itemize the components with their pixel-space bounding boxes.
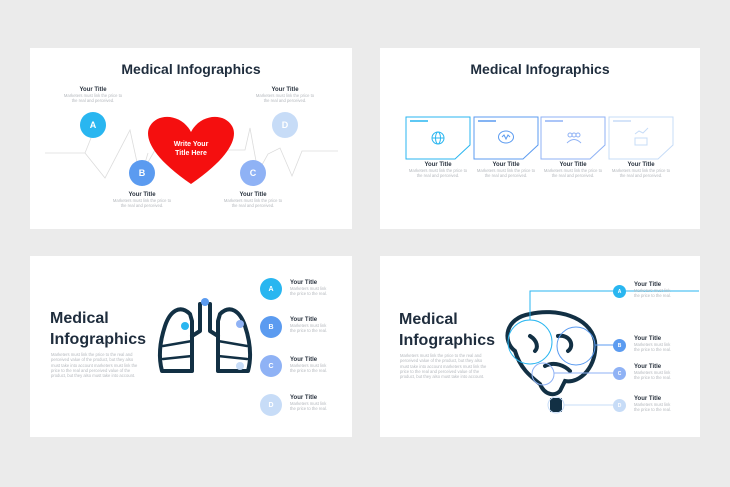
item-desc: Marketers must link the price to the rea… bbox=[634, 402, 672, 413]
item-desc: Marketers must link the price to the rea… bbox=[634, 342, 672, 353]
marker-b: B bbox=[613, 339, 626, 352]
item-title: Your Title bbox=[239, 192, 267, 198]
chat-pulse-icon bbox=[498, 130, 514, 144]
slide-title-line-1: Medical bbox=[50, 310, 109, 327]
item-title: Your Title bbox=[634, 364, 662, 370]
marker-a: A bbox=[80, 112, 106, 138]
card-title: Your Title bbox=[627, 162, 655, 168]
item-title: Your Title bbox=[634, 336, 662, 342]
chart-icon bbox=[634, 127, 649, 146]
marker-c: C bbox=[240, 160, 266, 186]
item-desc: Marketers must link the price to the rea… bbox=[634, 288, 672, 299]
marker-b: B bbox=[260, 316, 282, 338]
card-frame bbox=[540, 116, 606, 160]
lungs-icon bbox=[157, 298, 253, 373]
team-icon bbox=[566, 132, 582, 144]
cards-graphic bbox=[405, 116, 674, 160]
card-frame bbox=[473, 116, 539, 160]
item-title: Your Title bbox=[290, 280, 318, 286]
marker-a: A bbox=[613, 285, 626, 298]
card-desc: Marketers must link the price to the rea… bbox=[408, 168, 468, 179]
marker-d: D bbox=[272, 112, 298, 138]
slide-heart[interactable]: Medical Infographics Write Your Title He… bbox=[30, 48, 352, 229]
slide-title: Medical Infographics bbox=[121, 61, 261, 77]
item-desc: Marketers must link the price to the rea… bbox=[223, 198, 283, 209]
ecg-line bbox=[45, 116, 338, 184]
card-title: Your Title bbox=[424, 162, 452, 168]
item-title: Your Title bbox=[634, 282, 662, 288]
heart-shape bbox=[148, 116, 234, 184]
item-title: Your Title bbox=[290, 317, 318, 323]
item-title: Your Title bbox=[634, 396, 662, 402]
item-title: Your Title bbox=[79, 87, 107, 93]
item-title: Your Title bbox=[290, 357, 318, 363]
marker-d: D bbox=[613, 399, 626, 412]
slide-title: Medical Infographics bbox=[470, 61, 610, 77]
item-desc: Marketers must link the price to the rea… bbox=[63, 93, 123, 104]
card-title: Your Title bbox=[559, 162, 587, 168]
item-desc: Marketers must link the price to the rea… bbox=[112, 198, 172, 209]
slide-title-line-1: Medical bbox=[399, 311, 458, 328]
slide-paragraph: Marketers must link the price to the rea… bbox=[400, 353, 487, 380]
item-title: Your Title bbox=[271, 87, 299, 93]
slide-paragraph: Marketers must link the price to the rea… bbox=[51, 352, 138, 379]
slide-lungs[interactable]: Medical Infographics Marketers must link… bbox=[30, 256, 352, 437]
card-desc: Marketers must link the price to the rea… bbox=[543, 168, 603, 179]
marker-d: D bbox=[260, 394, 282, 416]
heart-text-line-2: Title Here bbox=[175, 150, 207, 157]
globe-icon bbox=[431, 131, 445, 145]
marker-c: C bbox=[613, 367, 626, 380]
item-title: Your Title bbox=[128, 192, 156, 198]
marker-a: A bbox=[260, 278, 282, 300]
item-desc: Marketers must link the price to the rea… bbox=[290, 363, 328, 374]
slide-brain[interactable]: Medical Infographics Marketers must link… bbox=[380, 256, 700, 437]
card-desc: Marketers must link the price to the rea… bbox=[611, 168, 671, 179]
slide-title-line-2: Infographics bbox=[399, 332, 496, 349]
item-desc: Marketers must link the price to the rea… bbox=[290, 401, 328, 412]
item-title: Your Title bbox=[290, 395, 318, 401]
card-title: Your Title bbox=[492, 162, 520, 168]
card-frame bbox=[405, 116, 471, 160]
heart-text-line-1: Write Your bbox=[173, 141, 209, 148]
item-desc: Marketers must link the price to the rea… bbox=[290, 286, 328, 297]
marker-c: C bbox=[260, 355, 282, 377]
slide-title-line-2: Infographics bbox=[50, 331, 147, 348]
item-desc: Marketers must link the price to the rea… bbox=[634, 370, 672, 381]
item-desc: Marketers must link the price to the rea… bbox=[290, 323, 328, 334]
card-frame bbox=[608, 116, 674, 160]
card-desc: Marketers must link the price to the rea… bbox=[476, 168, 536, 179]
brain-icon bbox=[505, 290, 699, 414]
marker-b: B bbox=[129, 160, 155, 186]
item-desc: Marketers must link the price to the rea… bbox=[255, 93, 315, 104]
